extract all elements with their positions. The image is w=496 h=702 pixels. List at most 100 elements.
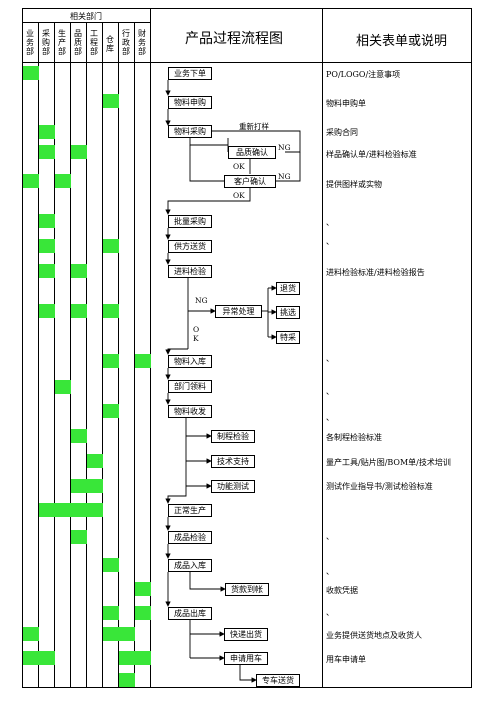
dept-cell — [119, 651, 135, 665]
dept-cell — [103, 404, 119, 418]
note: 、 — [326, 354, 334, 363]
forms-title: 相关表单或说明 — [356, 34, 448, 49]
dept-cell — [87, 454, 103, 468]
note: 量产工具/贴片图/BOM单/技术培训 — [326, 458, 451, 467]
dept-cell — [135, 354, 151, 368]
step-box: 货款到帐 — [225, 583, 269, 596]
dept-cell — [103, 606, 119, 620]
dept-cell — [23, 627, 39, 641]
dept-cell — [23, 174, 39, 188]
dept-col-line — [102, 22, 103, 688]
step-box: 部门领料 — [168, 380, 212, 393]
dept-cell — [55, 380, 71, 394]
note: 采购合同 — [326, 128, 358, 137]
step-box: 成品入库 — [168, 559, 212, 572]
ng-label: NG — [278, 143, 291, 152]
dept-purchasing: 采购部 — [42, 29, 50, 56]
dept-cell — [39, 125, 55, 139]
dept-cell — [103, 94, 119, 108]
step-box: 客户确认 — [224, 175, 276, 188]
step-box: 制程检验 — [211, 430, 255, 443]
dept-cell — [39, 264, 55, 278]
note: PO/LOGO/注意事项 — [326, 70, 401, 79]
step-box: 申请用车 — [224, 652, 268, 665]
note: 进料检验标准/进料检验报告 — [326, 268, 425, 277]
ok-label: OK — [233, 162, 245, 171]
note: 、 — [326, 413, 334, 422]
dept-cell — [135, 582, 151, 596]
step-box: 批量采购 — [168, 215, 212, 228]
flowchart-table — [22, 8, 472, 688]
dept-sales: 业务部 — [26, 29, 34, 56]
dept-cell — [103, 239, 119, 253]
note: 测试作业指导书/测试检验标准 — [326, 482, 433, 491]
step-box: 专车送货 — [256, 674, 300, 687]
dept-cell — [39, 651, 55, 665]
dept-cell — [103, 304, 119, 318]
step-box: 挑选 — [276, 306, 300, 319]
dept-cell — [103, 627, 119, 641]
dept-cell — [23, 651, 39, 665]
step-box: 技术支持 — [211, 455, 255, 468]
note: 、 — [326, 567, 334, 576]
header-divider — [22, 62, 472, 63]
dept-cell — [39, 503, 55, 517]
dept-cell — [103, 354, 119, 368]
step-box: 品质确认 — [228, 146, 276, 159]
ok-label: O K — [193, 325, 200, 343]
step-box: 物料采购 — [168, 125, 212, 138]
step-box: 进料检验 — [168, 265, 212, 278]
dept-cell — [71, 304, 87, 318]
dept-cell — [55, 503, 71, 517]
step-box: 物料申购 — [168, 96, 212, 109]
dept-cell — [39, 239, 55, 253]
step-box: 快递出货 — [224, 628, 268, 641]
dept-cell — [119, 627, 135, 641]
flow-title: 产品过程流程图 — [185, 31, 283, 47]
note: 、 — [326, 218, 334, 227]
ng-label: NG — [195, 296, 208, 305]
dept-col-line — [54, 22, 55, 688]
step-box: 物料收发 — [168, 405, 212, 418]
note: 物料申购单 — [326, 99, 366, 108]
note: 、 — [326, 608, 334, 617]
note: 收款凭据 — [326, 586, 358, 595]
dept-cell — [39, 214, 55, 228]
note: 各制程检验标准 — [326, 433, 382, 442]
dept-cell — [119, 673, 135, 687]
dept-cell — [71, 264, 87, 278]
dept-cell — [135, 606, 151, 620]
note: 样品确认单/进料检验标准 — [326, 150, 417, 159]
dept-cell — [71, 479, 87, 493]
dept-cell — [23, 66, 39, 80]
dept-cell — [71, 145, 87, 159]
dept-engineering: 工程部 — [90, 29, 98, 56]
note: 提供图样或实物 — [326, 180, 382, 189]
dept-cell — [103, 558, 119, 572]
dept-col-line — [86, 22, 87, 688]
dept-cell — [135, 651, 151, 665]
dept-finance: 财务部 — [138, 29, 146, 56]
col-divider — [150, 8, 151, 688]
step-box: 特采 — [276, 331, 300, 344]
step-box: 物料入库 — [168, 355, 212, 368]
dept-col-line — [38, 22, 39, 688]
dept-production: 生产部 — [58, 29, 66, 56]
dept-cell — [71, 503, 87, 517]
step-box: 业务下单 — [168, 67, 212, 80]
note: 、 — [326, 237, 334, 246]
dept-cell — [71, 429, 87, 443]
dept-cell — [87, 503, 103, 517]
step-box: 退货 — [276, 282, 300, 295]
dept-group-label: 相关部门 — [70, 12, 102, 21]
note: 、 — [326, 387, 334, 396]
dept-warehouse: 仓库 — [106, 35, 114, 53]
ng-label: NG — [278, 172, 291, 181]
dept-cell — [71, 530, 87, 544]
step-box: 功能测试 — [211, 480, 255, 493]
ok-label: OK — [233, 191, 245, 200]
step-box: 成品检验 — [168, 531, 212, 544]
note: 、 — [326, 532, 334, 541]
step-box: 成品出库 — [168, 607, 212, 620]
